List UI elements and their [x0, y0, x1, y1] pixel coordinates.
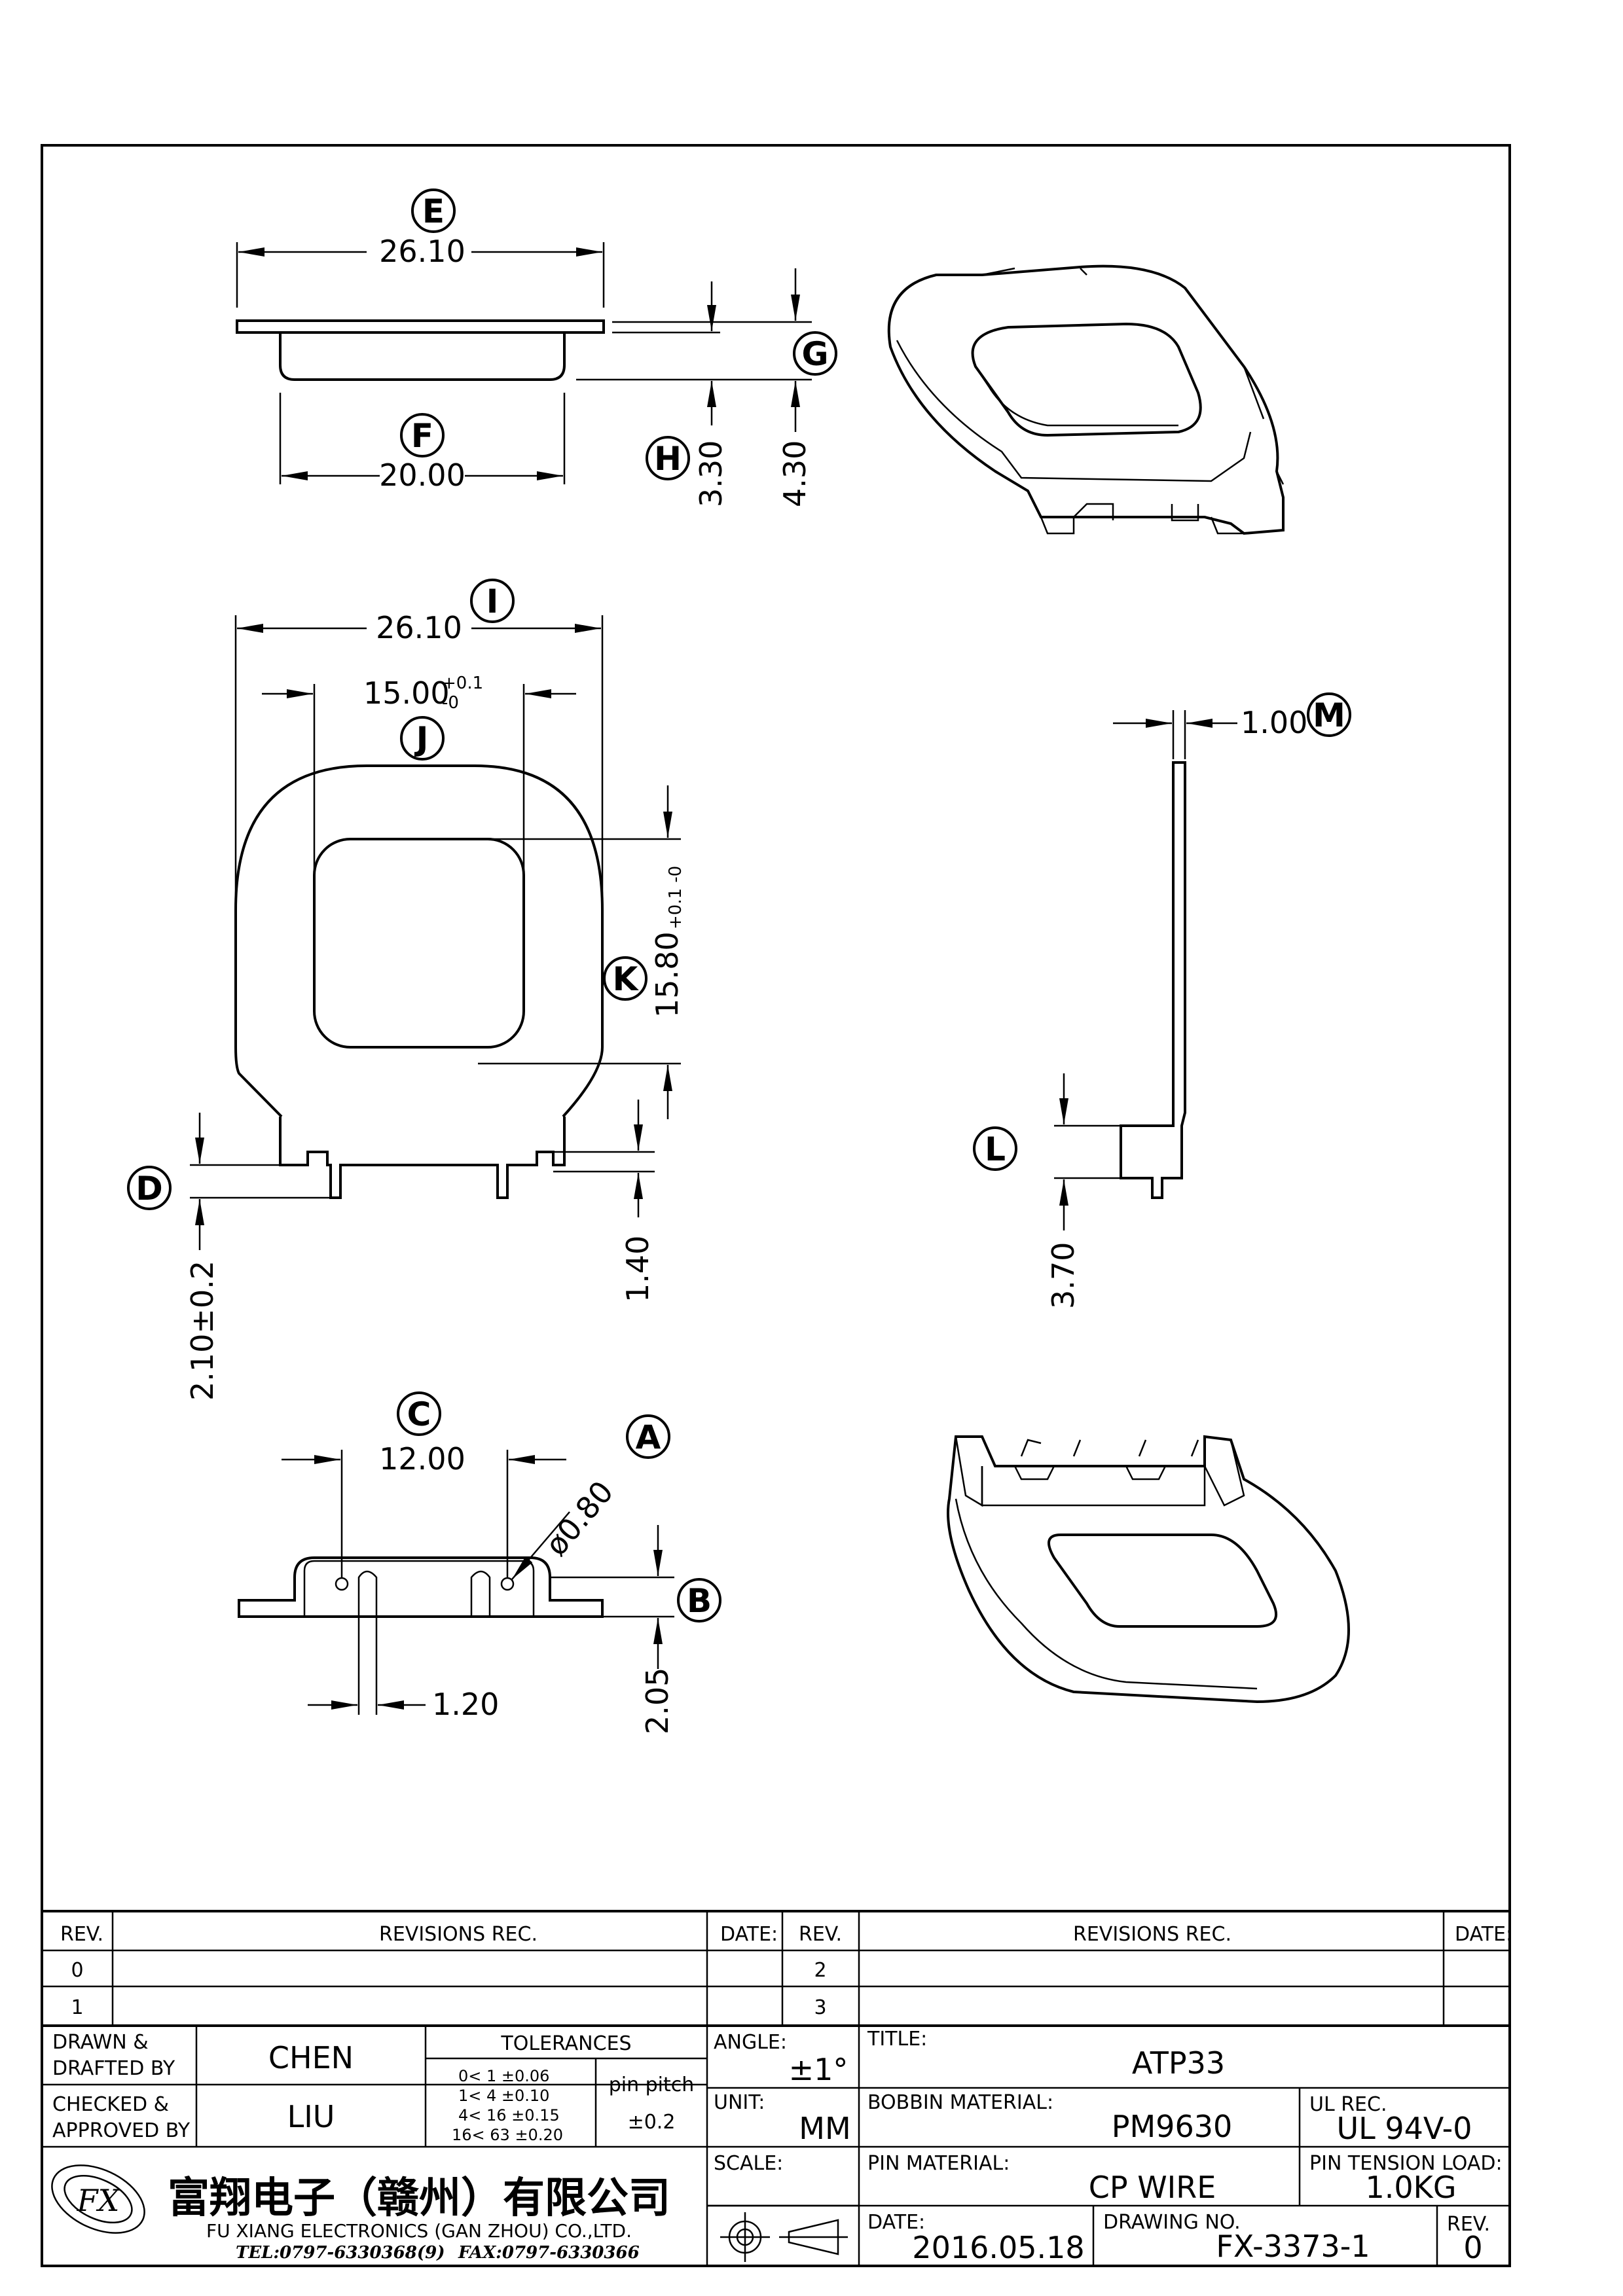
- dim-c-value: 12.00: [379, 1441, 465, 1477]
- rev-row-3: 3: [814, 1996, 826, 2019]
- dim-d-value: 2.10±0.2: [185, 1261, 220, 1401]
- rev-row-2: 2: [814, 1959, 826, 1982]
- date-value: 2016.05.18: [912, 2230, 1084, 2265]
- tol-row-2: 4< 16 ±0.15: [458, 2106, 560, 2125]
- pin-tension-value: 1.0KG: [1366, 2170, 1457, 2205]
- dim-j-value: 15.00: [363, 675, 450, 711]
- pin-material-label: PIN MATERIAL:: [867, 2152, 1010, 2175]
- company-tel: TEL:0797-6330368(9): [236, 2243, 445, 2263]
- label-h: H: [654, 440, 682, 478]
- pin-material-value: CP WIRE: [1089, 2170, 1216, 2205]
- dim-k-tol: +0.1 -0: [666, 866, 685, 929]
- front-view: 26.10 15.00 +0.1 -0 15.80 +0.1 -0 2.10±0…: [185, 610, 685, 1401]
- company-name-en: FU XIANG ELECTRONICS (GAN ZHOU) CO.,LTD.: [206, 2220, 632, 2242]
- label-d: D: [136, 1170, 163, 1208]
- rev-label: REV.: [1447, 2213, 1490, 2236]
- drawn-label-1: DRAWN &: [52, 2031, 149, 2054]
- tol-row-0: 0< 1 ±0.06: [458, 2067, 549, 2085]
- label-f: F: [411, 417, 433, 455]
- tol-row-3: 16< 63 ±0.20: [452, 2126, 563, 2144]
- dim-e-value: 26.10: [379, 234, 465, 269]
- label-j: J: [414, 720, 429, 758]
- label-l: L: [985, 1130, 1006, 1168]
- company-logo: [51, 2164, 145, 2234]
- dim-b-value: 2.05: [640, 1668, 675, 1734]
- rev-row-1: 1: [71, 1996, 83, 2019]
- dim-pin-w-value: 1.20: [432, 1687, 499, 1722]
- label-k: K: [613, 960, 640, 998]
- ul-rec-label: UL REC.: [1309, 2093, 1387, 2116]
- side-view-right: 1.00 3.70: [1046, 705, 1307, 1309]
- title-block: FX REV. REVISIONS REC. DATE: REV. REVISI…: [41, 1910, 1512, 2267]
- iso-view-bottom: [947, 1435, 1350, 1704]
- label-g: G: [801, 335, 828, 373]
- drawing-no-label: DRAWING NO.: [1103, 2211, 1241, 2234]
- label-m: M: [1313, 696, 1345, 734]
- bottom-view: 12.00 ø0.80 2.05 1.20: [238, 1441, 675, 1734]
- pin-tension-label: PIN TENSION LOAD:: [1309, 2152, 1503, 2175]
- title-label: TITLE:: [867, 2028, 927, 2051]
- scale-label: SCALE:: [714, 2152, 783, 2175]
- angle-value: ±1°: [789, 2052, 848, 2087]
- rev-row-0: 0: [71, 1959, 83, 1982]
- checked-value: LIU: [287, 2099, 335, 2134]
- company-name-cn: 富翔电子（赣州）有限公司: [168, 2174, 670, 2223]
- callout-labels: E F G H I J K M L D C A B: [127, 188, 1351, 1623]
- date-header-left: DATE:: [720, 1923, 778, 1946]
- title-value: ATP33: [1132, 2045, 1225, 2081]
- checked-label-2: APPROVED BY: [52, 2119, 191, 2142]
- iso-view-top: [887, 264, 1285, 535]
- rev-header-right: REV.: [799, 1923, 842, 1946]
- pin-pitch-label: pin pitch: [609, 2073, 695, 2096]
- ul-rec-value: UL 94V-0: [1336, 2111, 1472, 2146]
- dim-a-value: ø0.80: [538, 1474, 620, 1562]
- company-fax: FAX:0797-6330366: [458, 2243, 640, 2263]
- bobbin-material-label: BOBBIN MATERIAL:: [867, 2091, 1053, 2114]
- dim-pin-len-value: 1.40: [620, 1236, 655, 1302]
- unit-label: UNIT:: [714, 2091, 765, 2114]
- label-i: I: [486, 583, 499, 620]
- logo-text: FX: [77, 2183, 121, 2218]
- label-c: C: [407, 1395, 431, 1433]
- drawing-no-value: FX-3373-1: [1216, 2229, 1370, 2264]
- drawn-value: CHEN: [268, 2040, 354, 2075]
- date-label: DATE:: [867, 2211, 925, 2234]
- dim-f-value: 20.00: [379, 457, 465, 493]
- sheet-border: [41, 144, 1511, 2267]
- tol-row-1: 1< 4 ±0.10: [458, 2087, 549, 2105]
- dim-i-value: 26.10: [376, 610, 462, 645]
- dim-g-value: 4.30: [777, 440, 812, 507]
- label-a: A: [636, 1418, 661, 1456]
- rev-value: 0: [1463, 2230, 1482, 2265]
- angle-label: ANGLE:: [714, 2031, 787, 2054]
- rev-header-left: REV.: [60, 1923, 103, 1946]
- pin-pitch-value: ±0.2: [628, 2111, 676, 2134]
- dim-m-value: 1.00: [1241, 705, 1307, 740]
- dim-h-value: 3.30: [693, 440, 729, 507]
- dim-l-value: 3.70: [1046, 1242, 1081, 1309]
- bobbin-material-value: PM9630: [1112, 2109, 1233, 2144]
- unit-value: MM: [799, 2111, 850, 2146]
- drawn-label-2: DRAFTED BY: [52, 2057, 175, 2080]
- dim-j-tol-minus: -0: [442, 693, 459, 713]
- date-header-right: DATE:: [1455, 1923, 1512, 1946]
- label-e: E: [422, 192, 445, 230]
- tolerances-header: TOLERANCES: [500, 2032, 631, 2055]
- revisions-header-left: REVISIONS REC.: [379, 1923, 538, 1946]
- dim-k-value: 15.80: [649, 931, 685, 1018]
- dim-j-tol-plus: +0.1: [442, 673, 483, 693]
- revisions-header-right: REVISIONS REC.: [1073, 1923, 1231, 1946]
- label-b: B: [687, 1582, 712, 1620]
- checked-label-1: CHECKED &: [52, 2093, 169, 2116]
- side-view-top: 26.10 20.00 3.30 4.30: [236, 234, 812, 507]
